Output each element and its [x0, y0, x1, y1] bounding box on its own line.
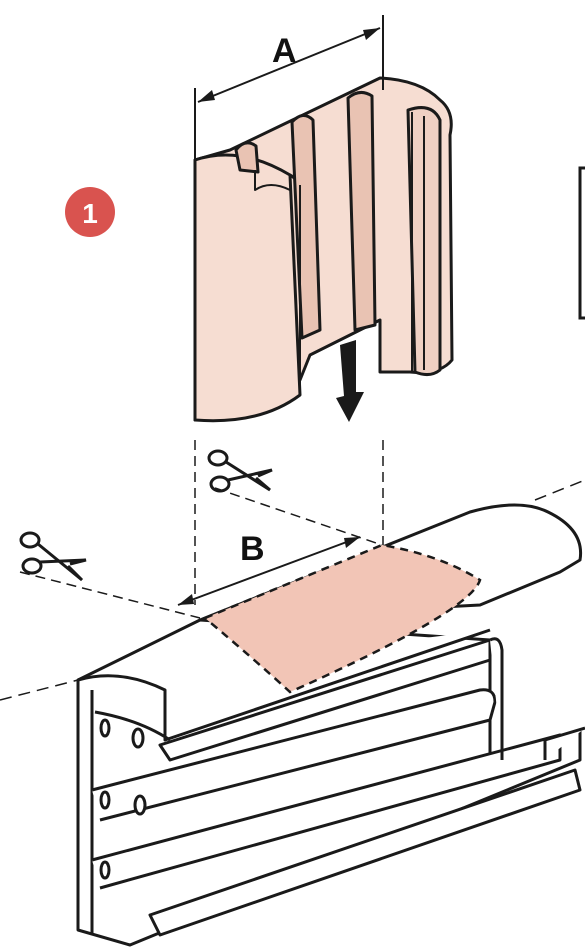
cut-zone	[202, 543, 482, 694]
scissors-icon	[19, 531, 87, 582]
cover-piece	[193, 76, 454, 423]
dimension-label-b: B	[240, 530, 265, 568]
trunking-centerline	[0, 479, 585, 701]
dimension-b: B	[19, 440, 384, 619]
cropped-edge-bracket	[578, 166, 585, 320]
dimension-label-a: A	[272, 32, 297, 70]
down-arrow-icon	[336, 340, 364, 422]
scissors-icon	[207, 449, 273, 493]
step-badge-icon: 1	[65, 187, 115, 237]
step-number: 1	[82, 198, 98, 229]
dimension-a: A	[194, 15, 384, 160]
trunking-duct	[76, 503, 585, 947]
